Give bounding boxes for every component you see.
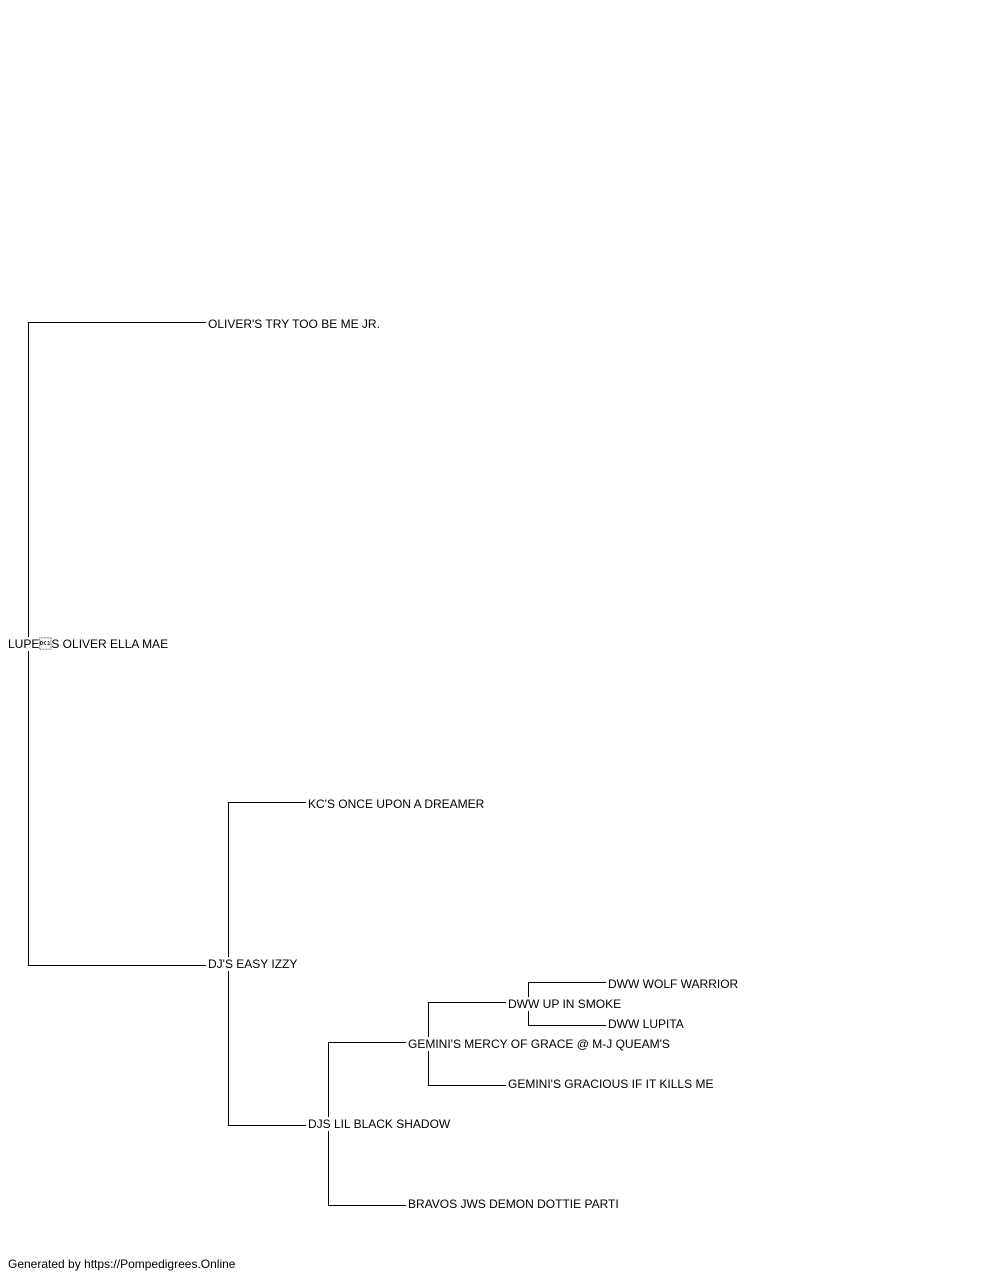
pedigree-node-dam: DJ'S EASY IZZY <box>208 957 298 971</box>
pedigree-node-dam-dam-sire-sire: DWW UP IN SMOKE <box>508 997 622 1011</box>
pedigree-node-dam-dam-dam: BRAVOS JWS DEMON DOTTIE PARTI <box>408 1197 619 1211</box>
pedigree-node-dam-dam-sire-sire-dam: DWW LUPITA <box>608 1017 684 1031</box>
pedigree-node-dam-dam-sire: GEMINI'S MERCY OF GRACE @ M-J QUEAM'S <box>408 1037 670 1051</box>
pedigree-node-dam-sire: KC'S ONCE UPON A DREAMER <box>308 797 485 811</box>
pedigree-node-dam-dam-sire-dam: GEMINI'S GRACIOUS IF IT KILLS ME <box>508 1077 714 1091</box>
pedigree-node-dam-dam-sire-sire-sire: DWW WOLF WARRIOR <box>608 977 739 991</box>
pedigree-node-root: LUPES OLIVER ELLA MAE <box>8 637 169 651</box>
generated-by-footer: Generated by https://Pompedigrees.Online <box>8 1257 236 1271</box>
pedigree-node-dam-dam: DJS LIL BLACK SHADOW <box>308 1117 451 1131</box>
pedigree-node-sire: OLIVER'S TRY TOO BE ME JR. <box>208 317 380 331</box>
